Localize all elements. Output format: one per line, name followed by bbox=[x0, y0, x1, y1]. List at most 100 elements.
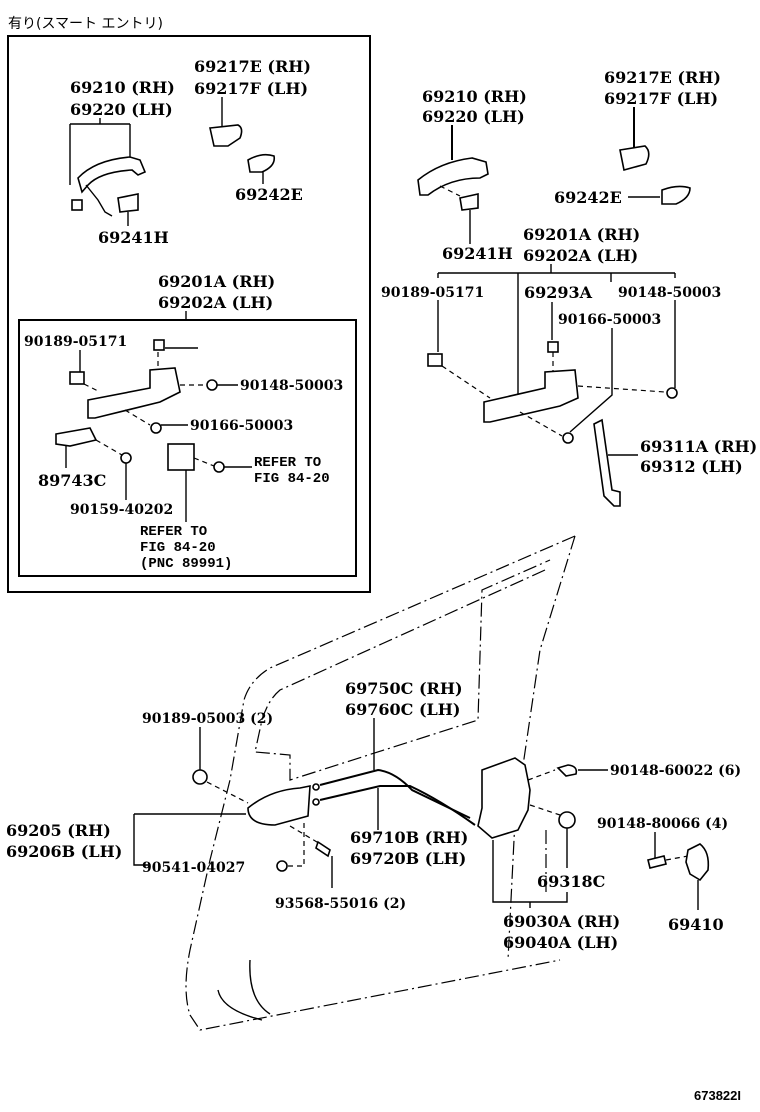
door-cable1-rh-label[interactable]: 69750C (RH) bbox=[345, 679, 463, 698]
inner-handle-icon[interactable] bbox=[247, 785, 311, 826]
inset-refer2-line1[interactable]: REFER TO bbox=[140, 524, 207, 540]
inset-screw3-label[interactable]: 90159-40202 bbox=[70, 502, 173, 518]
leader-bar bbox=[438, 264, 675, 274]
inset-cap-rh-label[interactable]: 69217E (RH) bbox=[194, 57, 311, 76]
plate-icon[interactable] bbox=[459, 193, 479, 211]
leader-line bbox=[69, 118, 131, 185]
right-frame-group: 69201A (RH) 69202A (LH) 90189-05171 6929… bbox=[381, 225, 757, 507]
screw-icon[interactable] bbox=[647, 855, 667, 869]
door-inner-handle-group: 90189-05003 (2) 69205 (RH) 69206B (LH) 9… bbox=[6, 711, 406, 912]
right-screw2-label[interactable]: 90166-50003 bbox=[558, 312, 661, 328]
right-plate-label[interactable]: 69241H bbox=[442, 244, 513, 263]
dashed-line bbox=[193, 457, 215, 467]
handle-cap-icon[interactable] bbox=[209, 124, 243, 147]
inset-frame-lh-label[interactable]: 69202A (LH) bbox=[158, 293, 273, 312]
inset-handle-rh-label[interactable]: 69210 (RH) bbox=[70, 78, 175, 97]
door-striker-label[interactable]: 69410 bbox=[668, 915, 724, 934]
inset-pad-label[interactable]: 69242E bbox=[235, 185, 303, 204]
handle-cap-icon[interactable] bbox=[619, 145, 650, 171]
pin-icon[interactable] bbox=[69, 371, 85, 385]
dashed-line bbox=[288, 822, 305, 867]
right-screw1-label[interactable]: 90148-50003 bbox=[618, 285, 721, 301]
pad-icon[interactable] bbox=[247, 153, 276, 173]
pin-icon[interactable] bbox=[427, 353, 443, 367]
inset-plate-label[interactable]: 69241H bbox=[98, 228, 169, 247]
right-cap-lh-label[interactable]: 69217F (LH) bbox=[604, 89, 718, 108]
sensor-icon[interactable] bbox=[167, 443, 195, 471]
inset-bracket-label[interactable]: 89743C bbox=[38, 471, 106, 490]
door-clip-label[interactable]: 90189-05003 (2) bbox=[142, 711, 273, 727]
door-outer-edge bbox=[185, 535, 576, 1031]
plate-icon[interactable] bbox=[117, 193, 139, 213]
screw-icon[interactable] bbox=[556, 764, 578, 777]
striker-icon[interactable] bbox=[685, 843, 710, 882]
rod-icon[interactable] bbox=[593, 418, 621, 507]
door-screw-label[interactable]: 93568-55016 (2) bbox=[275, 896, 406, 912]
inset-refer2-line3[interactable]: (PNC 89991) bbox=[140, 556, 232, 572]
screw-icon[interactable] bbox=[206, 379, 218, 391]
door-lock-lh-label[interactable]: 69040A (LH) bbox=[503, 933, 618, 952]
right-rod-rh-label[interactable]: 69311A (RH) bbox=[640, 437, 757, 456]
right-handle-rh-label[interactable]: 69210 (RH) bbox=[422, 87, 527, 106]
door-grommet-label[interactable]: 69318C bbox=[537, 872, 605, 891]
cable-icon[interactable] bbox=[319, 768, 471, 819]
right-rod-lh-label[interactable]: 69312 (LH) bbox=[640, 457, 743, 476]
door-corner-detail bbox=[217, 959, 271, 1021]
clip-icon[interactable] bbox=[153, 339, 165, 351]
dashed-line bbox=[83, 383, 101, 393]
outside-handle-icon[interactable] bbox=[77, 156, 147, 194]
leader-line bbox=[437, 273, 676, 395]
window-frame bbox=[254, 559, 551, 781]
door-inner-screw-label[interactable]: 90541-04027 bbox=[142, 860, 245, 876]
screw-icon[interactable] bbox=[562, 432, 574, 444]
leader-bracket bbox=[133, 813, 246, 866]
right-handle-lh-label[interactable]: 69220 (LH) bbox=[422, 107, 525, 126]
inset-refer1-line2[interactable]: FIG 84-20 bbox=[254, 471, 330, 487]
inset-cap-group: 69217E (RH) 69217F (LH) 69242E bbox=[194, 57, 311, 204]
right-pad-label[interactable]: 69242E bbox=[554, 188, 622, 207]
outside-handle-icon[interactable] bbox=[417, 157, 489, 196]
inset-box bbox=[7, 35, 371, 593]
diagram-header: 有り(スマート エントリ) bbox=[8, 16, 163, 32]
door-striker-screw-label[interactable]: 90148-80066 (4) bbox=[597, 816, 728, 832]
door-lock-rh-label[interactable]: 69030A (RH) bbox=[503, 912, 620, 931]
inset-handle-lh-label[interactable]: 69220 (LH) bbox=[70, 100, 173, 119]
dashed-line bbox=[289, 825, 323, 846]
right-pin-label[interactable]: 90189-05171 bbox=[381, 285, 484, 301]
right-frame-rh-label[interactable]: 69201A (RH) bbox=[523, 225, 640, 244]
door-lock-screw-label[interactable]: 90148-60022 (6) bbox=[610, 763, 741, 779]
inset-refer1-line1[interactable]: REFER TO bbox=[254, 455, 321, 471]
right-frame-lh-label[interactable]: 69202A (LH) bbox=[523, 246, 638, 265]
screw-icon[interactable] bbox=[666, 387, 678, 399]
door-cable-group: 69750C (RH) 69760C (LH) 69710B (RH) 6972… bbox=[312, 679, 476, 868]
door-cable2-rh-label[interactable]: 69710B (RH) bbox=[350, 828, 468, 847]
inset-refer2-line2[interactable]: FIG 84-20 bbox=[140, 540, 216, 556]
inset-frame-rh-label[interactable]: 69201A (RH) bbox=[158, 272, 275, 291]
screw-icon[interactable] bbox=[213, 461, 225, 473]
screw-icon[interactable] bbox=[120, 452, 132, 464]
door-inner-handle-rh-label[interactable]: 69205 (RH) bbox=[6, 821, 111, 840]
door-lock-icon[interactable] bbox=[477, 757, 531, 839]
door-cable2-lh-label[interactable]: 69720B (LH) bbox=[350, 849, 466, 868]
clip-icon[interactable] bbox=[192, 769, 208, 785]
inset-cap-lh-label[interactable]: 69217F (LH) bbox=[194, 79, 308, 98]
frame-icon[interactable] bbox=[483, 369, 579, 423]
screw-icon[interactable] bbox=[150, 422, 162, 434]
cable-icon[interactable] bbox=[319, 785, 476, 826]
screw-icon[interactable] bbox=[276, 860, 288, 872]
dashed-line bbox=[529, 804, 561, 816]
clip-icon[interactable] bbox=[547, 341, 559, 353]
frame-icon[interactable] bbox=[87, 367, 181, 419]
door-inner-handle-lh-label[interactable]: 69206B (LH) bbox=[6, 842, 122, 861]
inset-screw2-label[interactable]: 90166-50003 bbox=[190, 418, 293, 434]
right-cap-rh-label[interactable]: 69217E (RH) bbox=[604, 68, 721, 87]
dashed-line bbox=[577, 385, 666, 393]
right-clip-label[interactable]: 69293A bbox=[524, 283, 593, 302]
pad-icon[interactable] bbox=[661, 185, 691, 205]
grommet-icon[interactable] bbox=[558, 811, 576, 829]
door-cable1-lh-label[interactable]: 69760C (LH) bbox=[345, 700, 460, 719]
screw-icon[interactable] bbox=[315, 840, 331, 858]
inset-pin-label[interactable]: 90189-05171 bbox=[24, 334, 127, 350]
bracket-icon[interactable] bbox=[55, 427, 98, 447]
inset-screw1-label[interactable]: 90148-50003 bbox=[240, 378, 343, 394]
